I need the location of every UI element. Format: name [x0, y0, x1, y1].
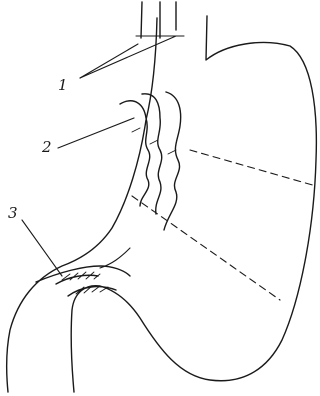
leader-3: [22, 220, 62, 276]
label-3: 3: [8, 204, 18, 222]
label-2: 2: [41, 138, 52, 156]
stomach-outer-wall: [71, 16, 316, 392]
nerve-twig-b: [150, 140, 158, 144]
nerve-twig-a: [132, 128, 140, 132]
label-1: 1: [58, 76, 68, 94]
leader-2: [58, 118, 134, 148]
leader-1b: [80, 36, 176, 78]
leader-1a: [80, 44, 138, 78]
pylorus-ring-upper: [36, 266, 130, 282]
pylorus-ring-lower: [68, 287, 116, 296]
nerve-branch-3: [164, 92, 181, 230]
resection-line-lower: [132, 196, 280, 300]
inner-mucosa-line: [100, 248, 130, 268]
nerve-trunk-1: [141, 2, 142, 38]
nerve-twig-c: [168, 150, 176, 154]
resection-line-upper: [190, 150, 316, 186]
esophagus-left-wall: [7, 18, 157, 392]
nerve-branch-1: [120, 101, 150, 206]
